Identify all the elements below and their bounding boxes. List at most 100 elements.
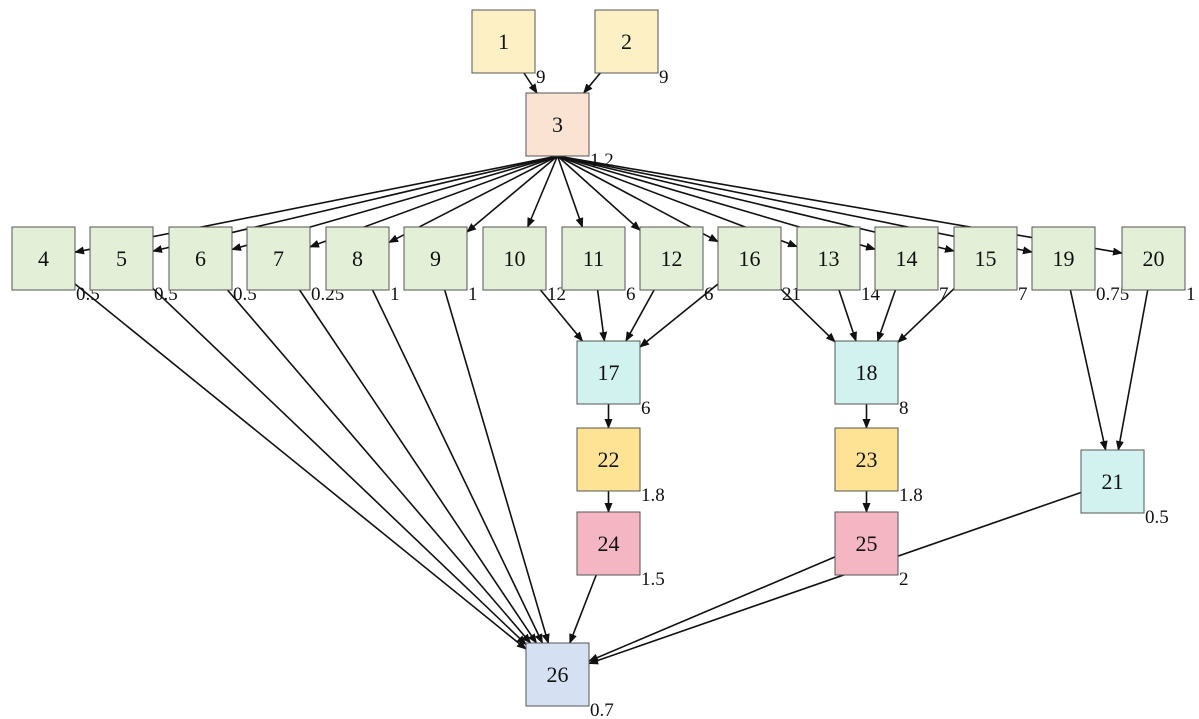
node-6: 60.5 — [168, 226, 257, 305]
node-label-2: 2 — [621, 29, 632, 54]
node-box-10 — [482, 226, 547, 291]
node-label-23: 23 — [856, 447, 878, 472]
node-label-16: 16 — [739, 246, 761, 271]
node-box-20 — [1121, 226, 1186, 291]
node-label-19: 19 — [1053, 246, 1075, 271]
node-label-18: 18 — [856, 360, 878, 385]
node-box-25 — [834, 511, 899, 576]
node-weight-21: 0.5 — [1145, 507, 1169, 528]
node-box-12 — [639, 226, 704, 291]
edge-14-to-18 — [876, 289, 897, 342]
node-box-15 — [953, 226, 1018, 291]
node-7: 70.25 — [246, 226, 344, 305]
node-box-16 — [717, 226, 782, 291]
node-box-11 — [561, 226, 626, 291]
node-label-26: 26 — [547, 662, 569, 687]
node-weight-15: 7 — [1018, 284, 1028, 305]
node-12: 12 6 — [639, 226, 714, 305]
node-label-12: 12 — [661, 246, 683, 271]
edge-3-to-12 — [556, 155, 641, 231]
node-weight-20: 1 — [1186, 284, 1196, 305]
node-box-24 — [576, 511, 641, 576]
edge-20-to-21 — [1115, 289, 1149, 451]
node-24: 241.5 — [576, 511, 665, 590]
edge-3-to-19 — [557, 155, 1033, 255]
node-label-17: 17 — [598, 360, 620, 385]
node-label-5: 5 — [116, 246, 127, 271]
node-box-6 — [168, 226, 233, 291]
node-label-21: 21 — [1102, 469, 1124, 494]
edge-16-to-18 — [780, 288, 836, 343]
node-25: 25 2 — [834, 511, 909, 590]
node-box-17 — [576, 340, 641, 405]
node-label-8: 8 — [352, 246, 363, 271]
node-4: 40.5 — [11, 226, 100, 305]
node-label-11: 11 — [583, 246, 604, 271]
node-box-14 — [874, 226, 939, 291]
node-box-26 — [525, 642, 590, 707]
node-19: 190.75 — [1031, 226, 1129, 305]
node-weight-9: 1 — [468, 284, 478, 305]
edge-21-to-26 — [588, 491, 1082, 665]
node-2: 29 — [594, 9, 669, 88]
edge-10-to-17 — [539, 289, 584, 342]
node-label-13: 13 — [818, 246, 840, 271]
edge-5-to-26 — [152, 288, 527, 646]
node-box-18 — [834, 340, 899, 405]
node-box-19 — [1031, 226, 1096, 291]
node-8: 81 — [325, 226, 400, 305]
node-box-5 — [89, 226, 154, 291]
node-label-3: 3 — [552, 112, 563, 137]
node-box-3 — [525, 92, 590, 157]
node-weight-10: 12 — [547, 284, 566, 305]
node-weight-25: 2 — [899, 569, 909, 590]
node-20: 201 — [1121, 226, 1196, 305]
node-9: 91 — [403, 226, 478, 305]
node-weight-19: 0.75 — [1096, 284, 1129, 305]
edge-16-to-17 — [639, 283, 719, 348]
edge-4-to-26 — [74, 283, 527, 650]
edge-3-to-11 — [556, 155, 584, 228]
node-15: 15 7 — [953, 226, 1028, 305]
node-box-23 — [834, 427, 899, 492]
node-22: 221.8 — [576, 427, 665, 506]
node-weight-16: 21 — [782, 284, 801, 305]
node-label-25: 25 — [856, 531, 878, 556]
node-label-14: 14 — [896, 246, 918, 271]
edge-3-to-20 — [557, 155, 1123, 256]
node-box-9 — [403, 226, 468, 291]
node-weight-8: 1 — [390, 284, 400, 305]
node-box-1 — [471, 9, 536, 74]
edge-24-to-26 — [569, 574, 597, 644]
node-box-2 — [594, 9, 659, 74]
node-weight-12: 6 — [704, 284, 714, 305]
edge-1-to-3 — [523, 72, 538, 94]
node-label-15: 15 — [975, 246, 997, 271]
nodes: 192931.240.550.560.570.25819110121161261… — [11, 9, 1196, 719]
node-weight-3: 1.2 — [590, 150, 614, 171]
node-label-10: 10 — [504, 246, 526, 271]
node-weight-26: 0.7 — [590, 700, 614, 719]
edge-3-to-4 — [74, 155, 558, 255]
node-weight-17: 6 — [641, 398, 651, 419]
node-box-22 — [576, 427, 641, 492]
node-1: 19 — [471, 9, 546, 88]
node-26: 260.7 — [525, 642, 614, 719]
node-weight-2: 9 — [659, 67, 669, 88]
edge-2-to-3 — [583, 72, 601, 94]
node-17: 17 6 — [576, 340, 651, 419]
edge-7-to-26 — [298, 289, 538, 644]
node-14: 147 — [874, 226, 949, 305]
edge-3-to-10 — [526, 155, 559, 228]
edge-13-to-18 — [838, 289, 857, 342]
node-weight-23: 1.8 — [899, 485, 923, 506]
edge-6-to-26 — [226, 289, 532, 644]
node-10: 10 12 — [482, 226, 566, 305]
node-box-7 — [246, 226, 311, 291]
node-label-1: 1 — [498, 29, 509, 54]
node-weight-22: 1.8 — [641, 485, 665, 506]
node-box-8 — [325, 226, 390, 291]
edge-8-to-26 — [371, 289, 544, 644]
